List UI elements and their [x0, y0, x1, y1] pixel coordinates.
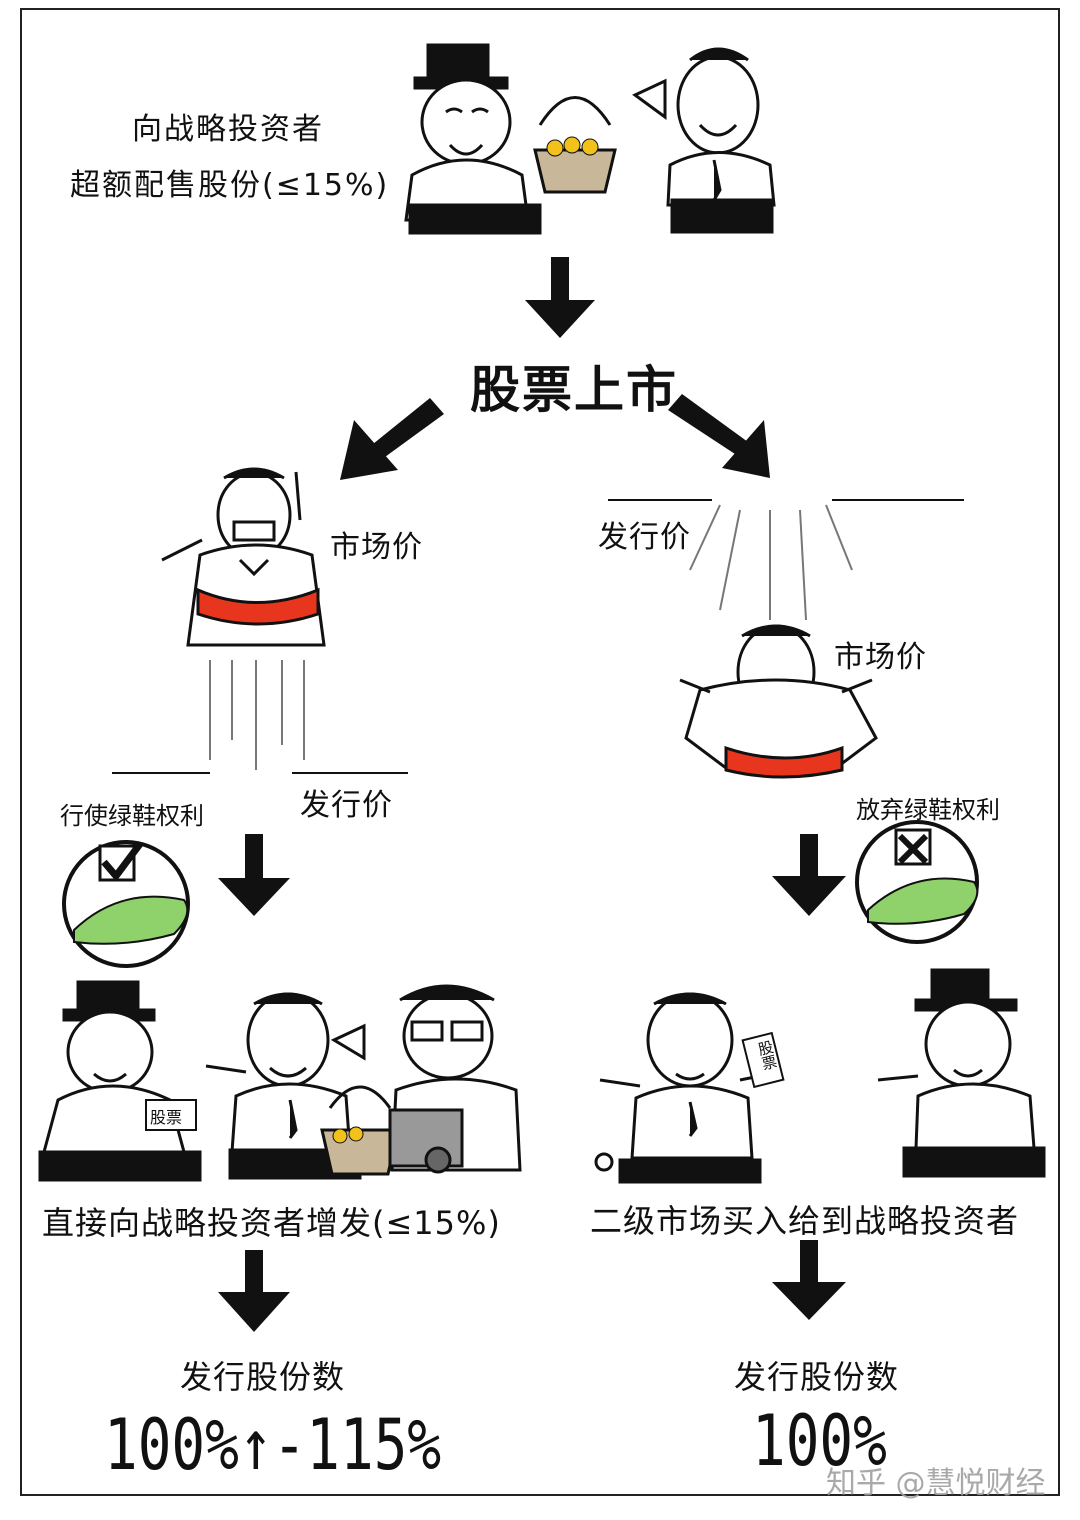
green-shoe-icon [867, 877, 979, 925]
left-issue-price-label: 发行价 [300, 788, 393, 823]
left-result-label: 直接向战略投资者增发(≤15%) [42, 1204, 501, 1242]
speed-lines-left [209, 660, 305, 770]
right-shares-value: 100% [752, 1400, 887, 1482]
juicer-man-left-bottom [330, 984, 522, 1174]
coin-basket-top [533, 96, 617, 194]
stock-card-left-label: 股票 [150, 1108, 183, 1127]
watermark: 知乎 @慧悦财经 [826, 1466, 1046, 1501]
left-shares-value: 100%↑-115% [104, 1404, 442, 1486]
arrow-down-right-1 [772, 834, 846, 916]
top-label-line2: 超额配售股份(≤15%) [70, 168, 390, 203]
tophat-man-top [404, 43, 542, 235]
right-shares-label: 发行股份数 [734, 1358, 900, 1396]
right-result-label: 二级市场买入给到战略投资者 [590, 1202, 1020, 1240]
arrow-diagonal-left [340, 398, 444, 480]
cross-icon [897, 833, 929, 865]
panel-frame [20, 8, 1060, 1496]
coin-basket-bottom [320, 1085, 400, 1176]
center-title: 股票上市 [470, 361, 678, 419]
top-label-line1: 向战略投资者 [132, 112, 324, 147]
check-icon [101, 841, 143, 882]
greenshoe-abandon-badge [855, 820, 979, 944]
left-action-label: 行使绿鞋权利 [60, 802, 204, 830]
right-issue-price-label: 发行价 [598, 520, 691, 555]
arrow-down-left-1 [218, 834, 290, 916]
stock-card-right [741, 1031, 785, 1089]
speed-lines-right [689, 504, 853, 621]
rising-man-left [161, 467, 326, 647]
arrow-down-top [525, 257, 595, 338]
buying-man-right-bottom [594, 992, 781, 1184]
right-action-label: 放弃绿鞋权利 [856, 796, 1000, 824]
falling-man-right [679, 624, 878, 779]
green-shoe-icon [73, 895, 189, 945]
left-market-price-label: 市场价 [330, 530, 423, 565]
tophat-man-left-bottom [38, 980, 202, 1182]
arrow-diagonal-right [668, 394, 770, 478]
tophat-man-right-bottom [877, 968, 1046, 1178]
right-market-price-label: 市场价 [834, 640, 927, 675]
stock-card-left [145, 1099, 197, 1131]
arrow-down-right-2 [772, 1240, 846, 1320]
left-shares-label: 发行股份数 [180, 1358, 346, 1396]
megaphone-man-top [632, 47, 776, 234]
pointing-man-left-bottom [205, 992, 362, 1180]
greenshoe-exercise-badge [62, 840, 190, 968]
arrow-down-left-2 [218, 1250, 290, 1332]
